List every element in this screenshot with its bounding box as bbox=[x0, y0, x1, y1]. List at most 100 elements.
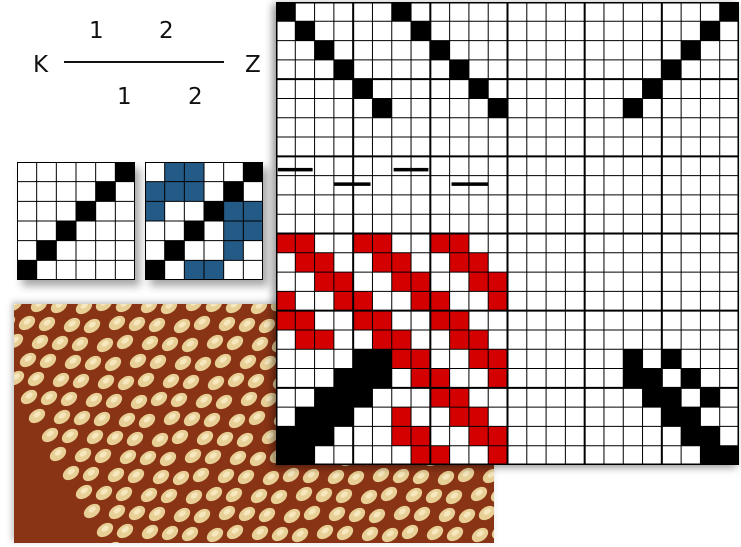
weave-cell bbox=[243, 162, 263, 182]
drawdown-red-cell bbox=[295, 330, 314, 349]
drawdown-red-cell bbox=[276, 311, 295, 330]
drawdown-red-cell bbox=[469, 426, 488, 445]
drawdown-red-cell bbox=[488, 369, 507, 388]
drawdown-red-cell bbox=[411, 369, 430, 388]
drawdown-red-cell bbox=[372, 330, 391, 349]
drawdown-black-cell bbox=[295, 426, 314, 445]
drawdown-red-cell bbox=[295, 234, 314, 253]
threading-mark bbox=[488, 98, 507, 117]
drawdown-red-cell bbox=[488, 349, 507, 368]
drawdown-red-cell bbox=[430, 234, 449, 253]
drawdown-black-cell bbox=[372, 369, 391, 388]
tieup-marker bbox=[452, 182, 489, 186]
drawdown-black-cell bbox=[681, 426, 700, 445]
drawdown-red-cell bbox=[392, 272, 411, 291]
drawdown-black-cell bbox=[295, 446, 314, 465]
drawdown-black-cell bbox=[643, 388, 662, 407]
drawdown-red-cell bbox=[392, 330, 411, 349]
weave-cell bbox=[184, 260, 204, 280]
drawdown-black-cell bbox=[353, 349, 372, 368]
threading-mark bbox=[720, 2, 739, 21]
weave-cell bbox=[145, 260, 165, 280]
drawdown-red-cell bbox=[469, 253, 488, 272]
formula-fraction-bar bbox=[64, 61, 224, 63]
drawdown-red-cell bbox=[372, 311, 391, 330]
drawdown-red-cell bbox=[430, 446, 449, 465]
drawdown-red-cell bbox=[469, 349, 488, 368]
threading-mark bbox=[353, 79, 372, 98]
drawdown-black-cell bbox=[700, 426, 719, 445]
weave-cell bbox=[184, 221, 204, 241]
threading-mark bbox=[623, 98, 642, 117]
weave-cell bbox=[145, 201, 165, 221]
drawdown-black-cell bbox=[334, 369, 353, 388]
drawdown-black-cell bbox=[643, 369, 662, 388]
drawdown-red-cell bbox=[469, 272, 488, 291]
drawdown-red-cell bbox=[411, 272, 430, 291]
weave-cell bbox=[204, 201, 224, 221]
drawdown-red-cell bbox=[315, 272, 334, 291]
formula-top-number-2: 2 bbox=[159, 20, 174, 43]
weave-cell bbox=[204, 260, 224, 280]
drawdown-black-cell bbox=[720, 446, 739, 465]
weave-cell bbox=[56, 221, 76, 241]
drawdown-red-cell bbox=[430, 369, 449, 388]
drawdown-red-cell bbox=[392, 426, 411, 445]
drawdown-black-cell bbox=[681, 407, 700, 426]
weave-repeat-grid-blue-svg bbox=[145, 162, 263, 280]
threading-mark bbox=[430, 41, 449, 60]
drawdown-red-cell bbox=[315, 330, 334, 349]
drawdown-black-cell bbox=[353, 369, 372, 388]
drawdown-red-cell bbox=[430, 311, 449, 330]
drawdown-red-cell bbox=[488, 291, 507, 310]
drawdown-black-cell bbox=[662, 388, 681, 407]
threading-mark bbox=[450, 60, 469, 79]
weave-cell bbox=[184, 182, 204, 202]
drawdown-red-cell bbox=[295, 311, 314, 330]
weave-cell bbox=[224, 241, 244, 261]
drawdown-red-cell bbox=[450, 234, 469, 253]
drawdown-red-cell bbox=[450, 330, 469, 349]
weave-cell bbox=[37, 241, 57, 261]
weave-cell bbox=[224, 182, 244, 202]
drawdown-red-cell bbox=[315, 253, 334, 272]
weave-repeat-grid-black-svg bbox=[17, 162, 135, 280]
weave-cell bbox=[17, 260, 37, 280]
drawdown-black-cell bbox=[276, 426, 295, 445]
threading-mark bbox=[681, 41, 700, 60]
drawdown-black-cell bbox=[623, 349, 642, 368]
drawdown-red-cell bbox=[334, 272, 353, 291]
drawdown-black-cell bbox=[334, 388, 353, 407]
weave-cell bbox=[224, 201, 244, 221]
weave-repeat-grid-black bbox=[17, 162, 135, 280]
weave-cell bbox=[165, 241, 185, 261]
drawdown-red-cell bbox=[469, 330, 488, 349]
drawdown-red-cell bbox=[392, 349, 411, 368]
drawdown-red-cell bbox=[411, 446, 430, 465]
formula-left-label: K bbox=[33, 54, 48, 77]
drawdown-black-cell bbox=[295, 407, 314, 426]
drawdown-black-cell bbox=[315, 388, 334, 407]
drawdown-black-cell bbox=[700, 388, 719, 407]
weaving-draft-grid bbox=[276, 2, 739, 465]
drawdown-red-cell bbox=[469, 407, 488, 426]
threading-mark bbox=[700, 21, 719, 40]
drawdown-red-cell bbox=[353, 291, 372, 310]
twill-formula: K 1 2 1 2 Z bbox=[0, 0, 270, 130]
drawdown-red-cell bbox=[450, 388, 469, 407]
weave-cell bbox=[115, 162, 135, 182]
threading-mark bbox=[392, 2, 411, 21]
drawdown-red-cell bbox=[372, 253, 391, 272]
threading-mark bbox=[334, 60, 353, 79]
threading-mark bbox=[411, 21, 430, 40]
drawdown-black-cell bbox=[700, 446, 719, 465]
formula-bottom-number-2: 2 bbox=[188, 86, 203, 109]
drawdown-red-cell bbox=[488, 446, 507, 465]
drawdown-red-cell bbox=[334, 291, 353, 310]
threading-mark bbox=[295, 21, 314, 40]
weave-cell bbox=[224, 221, 244, 241]
formula-right-label: Z bbox=[245, 54, 261, 77]
drawdown-red-cell bbox=[411, 349, 430, 368]
drawdown-red-cell bbox=[450, 311, 469, 330]
threading-mark bbox=[372, 98, 391, 117]
